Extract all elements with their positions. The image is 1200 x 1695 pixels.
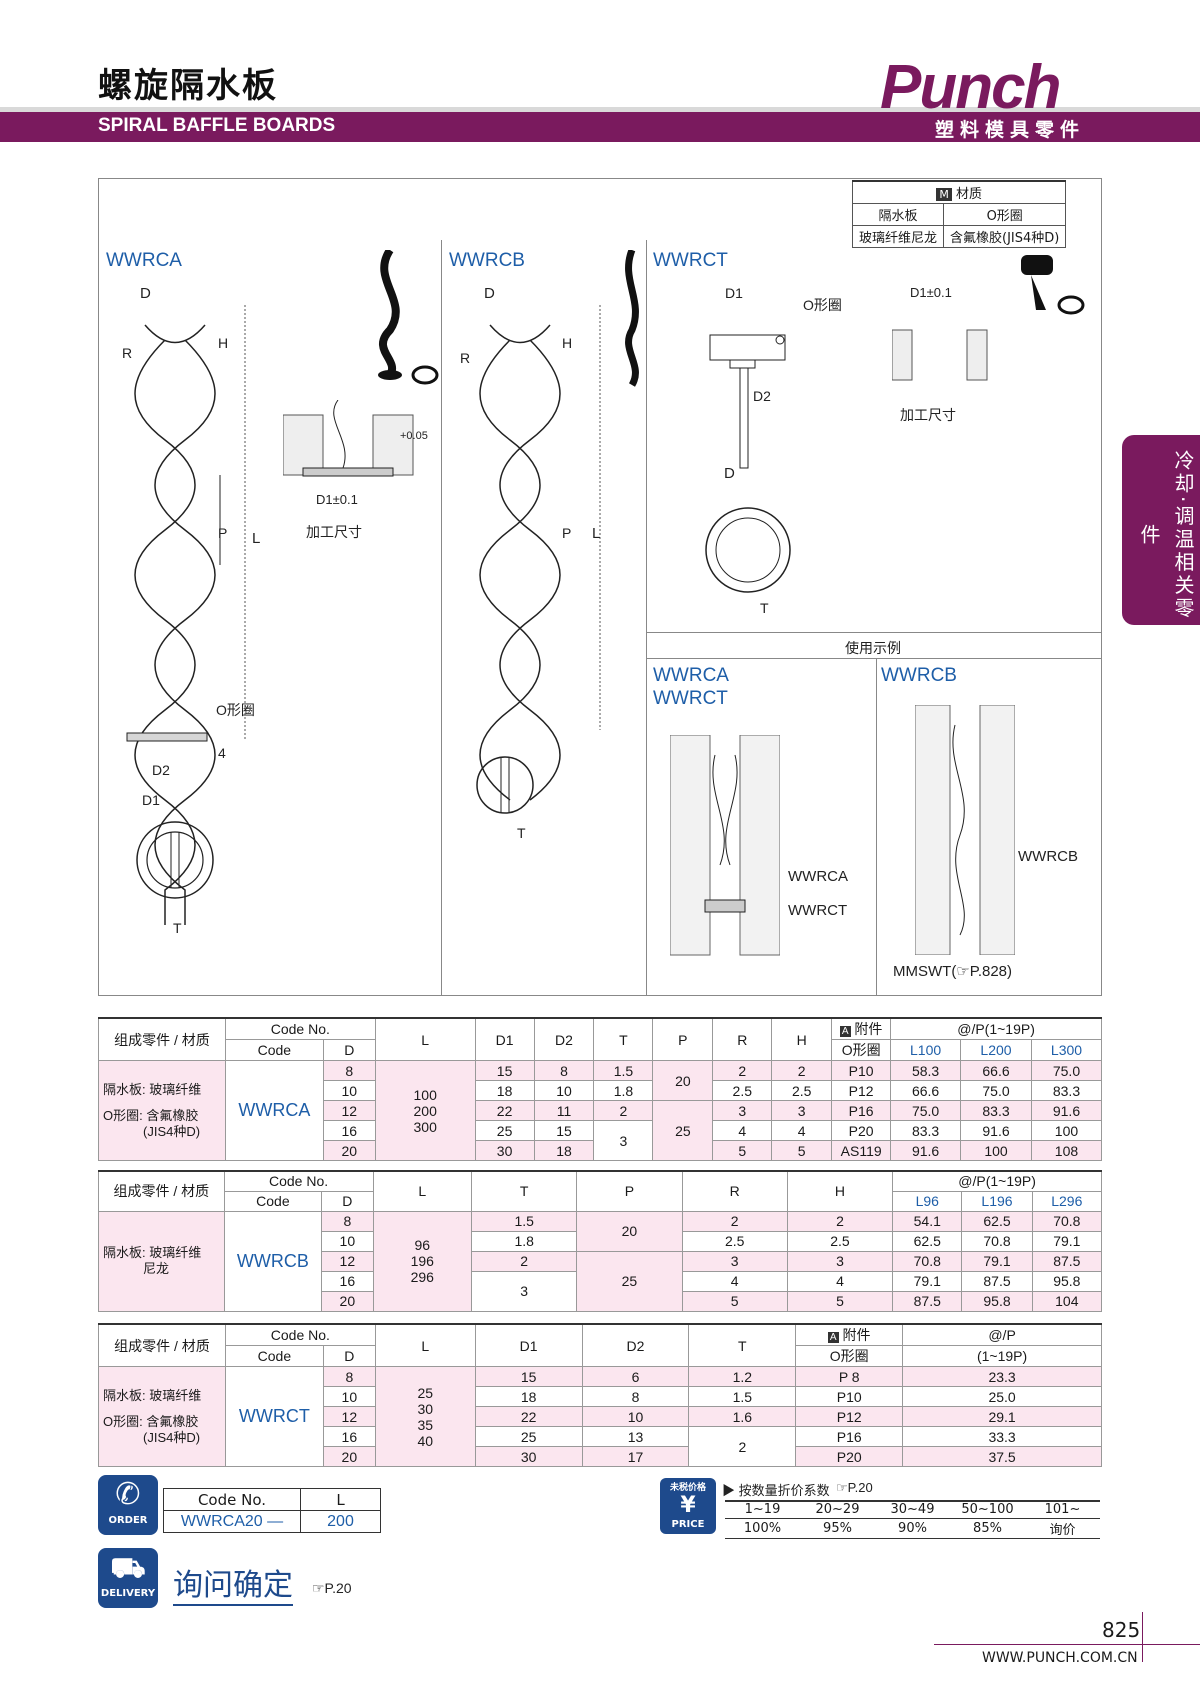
wwrct-d2: D2 bbox=[753, 388, 771, 404]
spec-table-wwrct: 组成零件 / 材质 Code No. L D1 D2 T A 附件 @/P Co… bbox=[98, 1323, 1102, 1467]
usage-wwrca: WWRCA bbox=[653, 665, 729, 686]
wwrct-o-ring: O形圈 bbox=[803, 297, 842, 313]
machining-sketch-a bbox=[283, 400, 414, 477]
order-example-table: Code No.L WWRCA20 —200 bbox=[163, 1488, 381, 1533]
footer-url[interactable]: WWW.PUNCH.COM.CN bbox=[982, 1650, 1138, 1666]
wwrct-drawing bbox=[705, 334, 791, 593]
d1-label: D1 bbox=[142, 792, 160, 808]
wwrct-photo bbox=[1021, 255, 1085, 315]
machining-d1: D1±0.1 bbox=[316, 492, 358, 507]
wwrca-label: WWRCA bbox=[106, 250, 182, 271]
t-label-b: T bbox=[517, 825, 526, 841]
footer-rule bbox=[1142, 1612, 1143, 1662]
usage-wwrct: WWRCT bbox=[653, 688, 728, 709]
usage-callout-wwrct: WWRCT bbox=[788, 902, 848, 919]
tol-005: +0.05 bbox=[400, 430, 428, 442]
p-label: P bbox=[218, 525, 228, 541]
delivery-text: 询问确定 bbox=[173, 1560, 293, 1606]
page-title-cn: 螺旋隔水板 bbox=[98, 66, 278, 106]
wwrcb-photo bbox=[625, 250, 639, 387]
usage-callout-wwrcb: WWRCB bbox=[1018, 848, 1078, 865]
divider bbox=[646, 632, 1102, 633]
punch-logo: Punch bbox=[880, 53, 1061, 122]
divider bbox=[646, 658, 1102, 659]
diagram-frame bbox=[98, 178, 1102, 996]
spec-table-wwrca: 组成零件 / 材质 Code No. L D1 D2 T P R H A 附件 … bbox=[98, 1017, 1103, 1161]
logo-subtitle: 塑料模具零件 bbox=[935, 119, 1086, 141]
t-label: T bbox=[173, 920, 182, 936]
r-label-b: R bbox=[460, 350, 471, 366]
machining-sketch-t bbox=[892, 329, 988, 381]
p-label-b: P bbox=[562, 525, 572, 541]
h-label-b: H bbox=[562, 335, 573, 351]
usage-sketch-b bbox=[915, 705, 1015, 955]
divider bbox=[646, 240, 647, 996]
d-tol-label-b: D bbox=[484, 285, 495, 302]
wwrct-d1: D1 bbox=[725, 285, 743, 301]
price-icon: 未税价格 ¥ PRICE bbox=[660, 1478, 716, 1534]
wwrcb-label: WWRCB bbox=[449, 250, 525, 271]
four-label: 4 bbox=[218, 745, 226, 761]
machining-label-t: 加工尺寸 bbox=[900, 407, 956, 423]
r-label: R bbox=[122, 345, 133, 361]
o-ring-photo bbox=[411, 365, 439, 385]
usage-mmswt[interactable]: MMSWT(☞P.828) bbox=[893, 963, 1013, 980]
footer-rule bbox=[934, 1644, 1200, 1645]
usage-callout-wwrca: WWRCA bbox=[788, 868, 848, 885]
wwrct-d1-pm: D1±0.1 bbox=[910, 285, 952, 300]
usage-wwrcb: WWRCB bbox=[881, 665, 957, 686]
side-category-tab[interactable]: 冷却·调温相关零件 bbox=[1122, 435, 1200, 625]
delivery-icon: ⛟ DELIVERY bbox=[98, 1548, 158, 1608]
page-number: 825 bbox=[1102, 1618, 1141, 1642]
wwrca-drawing bbox=[126, 305, 246, 925]
discount-title: ▶ 按数量折价系数 bbox=[722, 1483, 830, 1498]
wwrct-t: T bbox=[760, 600, 769, 616]
l-label-b: L bbox=[592, 525, 601, 542]
o-ring-label: O形圈 bbox=[216, 702, 255, 718]
machining-label-a: 加工尺寸 bbox=[306, 524, 362, 540]
wwrcb-drawing bbox=[479, 305, 601, 801]
wwrcb-end-view bbox=[476, 756, 534, 814]
wwrct-label: WWRCT bbox=[653, 250, 728, 271]
d-tol-label: D bbox=[140, 285, 151, 302]
delivery-ref[interactable]: ☞P.20 bbox=[312, 1580, 352, 1596]
h-label: H bbox=[218, 335, 229, 351]
d2-label: D2 bbox=[152, 762, 170, 778]
usage-sketch-a bbox=[670, 735, 780, 956]
discount-ref[interactable]: ☞P.20 bbox=[836, 1480, 873, 1495]
usage-title: 使用示例 bbox=[845, 640, 901, 656]
wwrct-d: D bbox=[724, 465, 735, 482]
header-band bbox=[0, 112, 1200, 142]
page-title-en: SPIRAL BAFFLE BOARDS bbox=[98, 115, 336, 136]
order-icon: ✆ ORDER bbox=[98, 1475, 158, 1535]
wwrca-photo bbox=[378, 250, 402, 380]
header-gray-stripe bbox=[0, 107, 1200, 113]
divider bbox=[441, 240, 442, 996]
divider bbox=[876, 658, 877, 996]
spec-table-wwrcb: 组成零件 / 材质 Code No. L T P R H @/P(1~19P) … bbox=[98, 1170, 1103, 1312]
l-label: L bbox=[252, 530, 261, 547]
